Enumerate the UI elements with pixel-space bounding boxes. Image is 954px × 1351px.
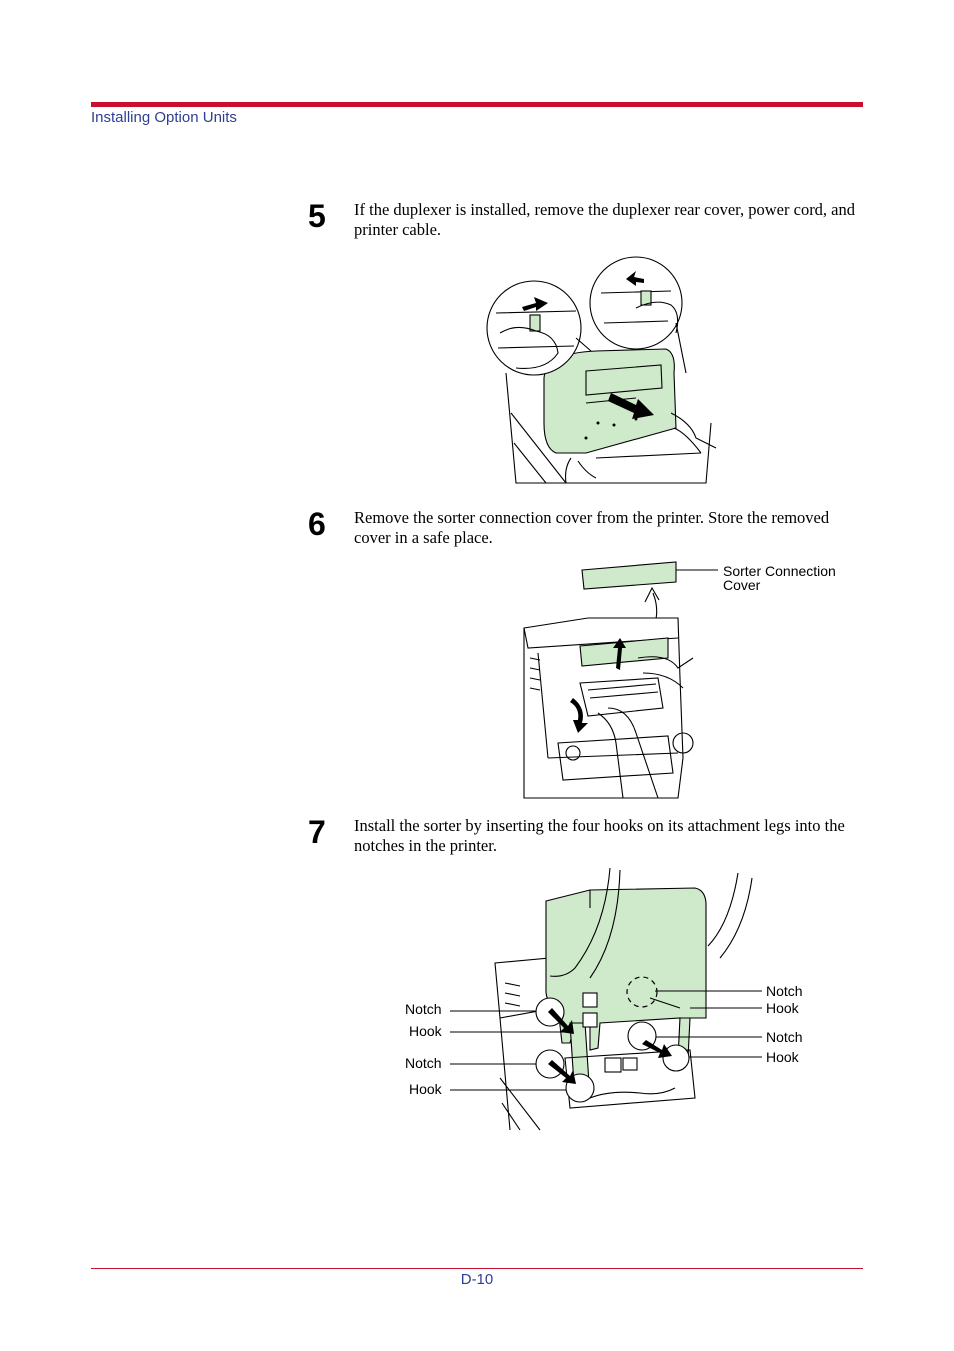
step-7-text: Install the sorter by inserting the four… [354, 816, 845, 855]
figure-7-sorter-installation [450, 867, 762, 1131]
sorter-connection-cover-label-line2: Cover [723, 577, 761, 593]
header-rule [91, 102, 863, 107]
footer-rule [91, 1268, 863, 1269]
sorter-connection-cover-label-line1: Sorter Connection [723, 563, 836, 579]
callout-left-hook-2: Hook [409, 1081, 442, 1097]
callout-right-notch-1: Notch [766, 983, 803, 999]
callout-left-notch-1: Notch [405, 1001, 442, 1017]
step-6-number: 6 [308, 506, 326, 542]
section-title: Installing Option Units [91, 109, 237, 126]
step-5-text: If the duplexer is installed, remove the… [354, 200, 856, 239]
callout-right-hook-1: Hook [766, 1000, 799, 1016]
callout-right-notch-2: Notch [766, 1029, 803, 1045]
figure-5-duplexer-removal [486, 256, 717, 484]
figure-6-sorter-cover-removal [523, 561, 718, 799]
step-5-number: 5 [308, 198, 326, 234]
step-6-text: Remove the sorter connection cover from … [354, 508, 830, 547]
callout-right-hook-2: Hook [766, 1049, 799, 1065]
step-7-number: 7 [308, 814, 326, 850]
callout-left-hook-1: Hook [409, 1023, 442, 1039]
callout-left-notch-2: Notch [405, 1055, 442, 1071]
page-number: D-10 [460, 1271, 494, 1288]
